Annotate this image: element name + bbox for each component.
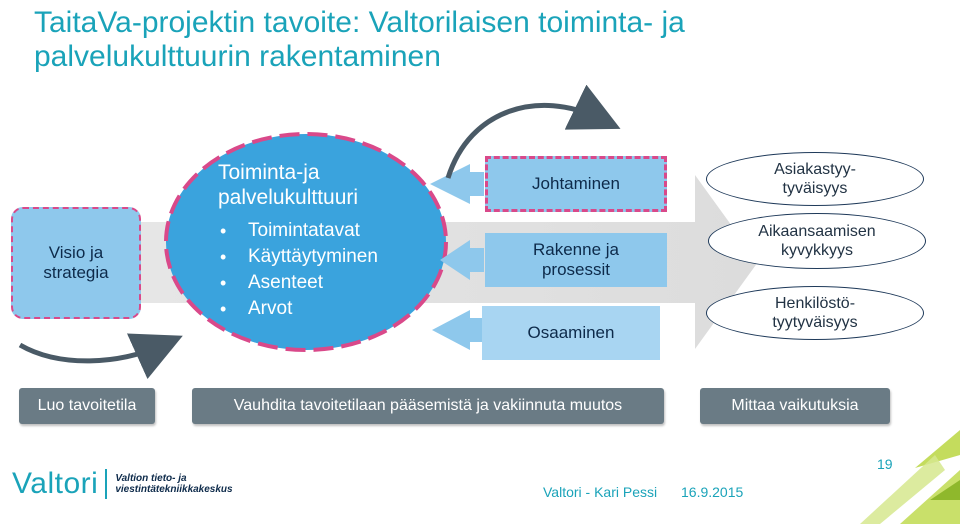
logo-divider <box>105 469 108 499</box>
vision-strategy-box: Visio ja strategia <box>11 207 141 319</box>
outcome-customer-satisfaction: Asiakastyy- tyväisyys <box>706 152 924 206</box>
slide-title: TaitaVa-projektin tavoite: Valtorilaisen… <box>34 6 934 74</box>
logo-wordmark: Valtori <box>12 467 99 500</box>
outcome-achievement-capability: Aikaansaamisen kyvykkyys <box>708 213 926 269</box>
bullet-item: Arvot <box>218 296 438 322</box>
footer-date: 16.9.2015 <box>681 484 744 500</box>
logo-subtitle: Valtion tieto- ja viestintätekniikkakesk… <box>115 473 232 495</box>
structure-line-2: prosessit <box>541 260 610 279</box>
left-arrows <box>430 164 484 350</box>
ability-line-1: Aikaansaamisen <box>758 223 876 240</box>
leadership-box: Johtaminen <box>485 156 667 212</box>
curved-arrow-top <box>445 84 621 179</box>
curved-arrow-bottom <box>18 333 183 380</box>
leadership-label: Johtaminen <box>532 174 620 193</box>
staff-line-2: tyytyväisyys <box>772 314 858 331</box>
logo-sub-line-2: viestintätekniikkakeskus <box>115 484 233 495</box>
title-line-2: palvelukulttuurin rakentaminen <box>34 40 441 73</box>
vision-line-1: Visio ja <box>48 243 104 262</box>
outcome-staff-satisfaction: Henkilöstö- tyytyväisyys <box>706 286 924 340</box>
footer-author: Valtori - Kari Pessi <box>543 484 658 500</box>
arrow-from-structure <box>440 240 484 280</box>
bullet-item: Toimintatavat <box>218 218 438 244</box>
circle-title-line-1: Toiminta-ja <box>218 161 320 184</box>
structure-line-1: Rakenne ja <box>532 240 619 259</box>
logo-sub-line-1: Valtion tieto- ja <box>115 473 187 484</box>
valtori-logo: Valtori Valtion tieto- ja viestintätekni… <box>12 467 233 501</box>
staff-line-1: Henkilöstö- <box>774 295 856 312</box>
customer-line-2: tyväisyys <box>782 180 848 197</box>
circle-title-line-2: palvelukulttuuri <box>218 186 359 209</box>
arrow-from-leadership <box>430 164 484 204</box>
phase-create-target: Luo tavoitetila <box>19 388 155 424</box>
customer-line-1: Asiakastyy- <box>774 161 856 178</box>
culture-circle-content: Toiminta-ja palvelukulttuuri Toimintatav… <box>218 160 438 322</box>
skills-label: Osaaminen <box>527 323 615 342</box>
page-number: 19 <box>877 456 893 472</box>
skills-box: Osaaminen <box>482 306 660 360</box>
arrow-from-skills <box>432 310 482 350</box>
ability-line-2: kyvykkyys <box>781 242 853 259</box>
title-line-1: TaitaVa-projektin tavoite: Valtorilaisen… <box>34 6 685 39</box>
bullet-item: Käyttäytyminen <box>218 244 438 270</box>
vision-line-2: strategia <box>43 263 109 282</box>
culture-bullets: Toimintatavat Käyttäytyminen Asenteet Ar… <box>218 218 438 322</box>
decor-green-shapes <box>860 430 960 524</box>
phase-measure-impact: Mittaa vaikutuksia <box>700 388 890 424</box>
phase-accelerate-change: Vauhdita tavoitetilaan pääsemistä ja vak… <box>192 388 664 424</box>
structure-process-box: Rakenne ja prosessit <box>485 233 667 287</box>
bullet-item: Asenteet <box>218 270 438 296</box>
